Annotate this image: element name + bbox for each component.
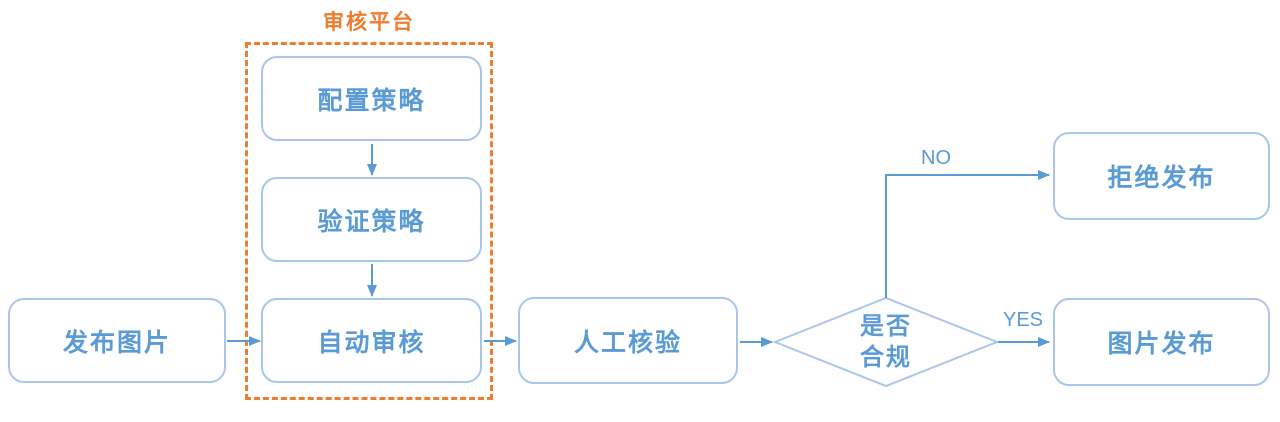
edge-decision-no <box>885 170 1050 298</box>
node-auto-review-label: 自动审核 <box>317 328 426 357</box>
node-manual-review: 人工核验 <box>518 297 738 384</box>
node-publish-image-label: 发布图片 <box>62 328 171 357</box>
node-image-publish-label: 图片发布 <box>1107 330 1216 358</box>
node-verify-policy: 验证策略 <box>261 177 482 262</box>
node-decision-label: 是否 合规 <box>806 311 966 373</box>
node-configure-policy: 配置策略 <box>261 56 482 141</box>
node-configure-policy-label: 配置策略 <box>317 86 426 115</box>
node-verify-policy-label: 验证策略 <box>317 207 426 236</box>
node-publish-image: 发布图片 <box>8 298 226 383</box>
node-image-publish: 图片发布 <box>1053 298 1270 386</box>
node-reject-publish-label: 拒绝发布 <box>1107 164 1216 192</box>
decision-diamond <box>772 296 1000 388</box>
edge-label-no: NO <box>921 147 951 169</box>
group-label: 审核平台 <box>323 11 415 34</box>
group-dashed-border <box>245 42 493 400</box>
edge-label-yes: YES <box>1002 309 1044 331</box>
decision-line-2: 合规 <box>860 344 912 372</box>
node-reject-publish: 拒绝发布 <box>1053 132 1270 220</box>
node-manual-review-label: 人工核验 <box>573 328 682 357</box>
node-auto-review: 自动审核 <box>261 298 482 383</box>
decision-line-1: 是否 <box>860 313 912 340</box>
